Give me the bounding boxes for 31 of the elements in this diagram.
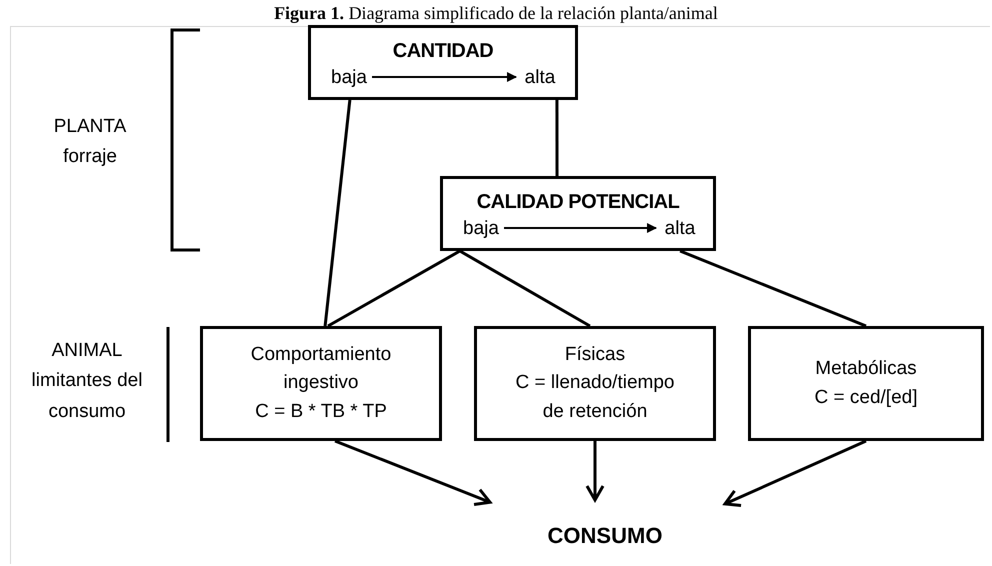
process-box [474,326,716,441]
process-box [440,176,716,251]
arrow [372,72,517,82]
process-box [308,25,578,100]
process-box [748,326,984,441]
connector-line [327,250,461,328]
box-text: Comportamiento ingestivo [250,342,392,396]
arrow [504,223,657,233]
box-text: C = B * TB * TP [254,400,388,424]
connector-line [680,250,867,328]
connector-line [555,100,559,176]
box-text: Físicas [564,342,626,367]
box-heading: CANTIDAD [392,39,494,64]
output-label: CONSUMO [548,522,662,550]
scale-label: baja [462,216,500,241]
figure-title: Figura 1. Diagrama simplificado de la relación planta/animal [274,3,718,23]
box-text: C = llenado/tiempo de retención [514,371,676,424]
scale-label: baja [330,66,368,90]
scale-label: alta [664,216,696,241]
connector-line [459,250,591,328]
box-heading: CALIDAD POTENCIAL [476,190,680,215]
box-text: Metabólicas [814,357,918,381]
arrow [586,441,604,502]
arrow [724,440,867,508]
box-text: C = ced/[ed] [814,386,918,410]
connector-line [324,100,352,326]
group-label: ANIMAL limitantes del consumo [30,339,144,424]
arrow [334,440,492,506]
scale-label: alta [524,66,556,90]
process-box [200,326,442,441]
group-label: PLANTA forraje [52,115,128,170]
